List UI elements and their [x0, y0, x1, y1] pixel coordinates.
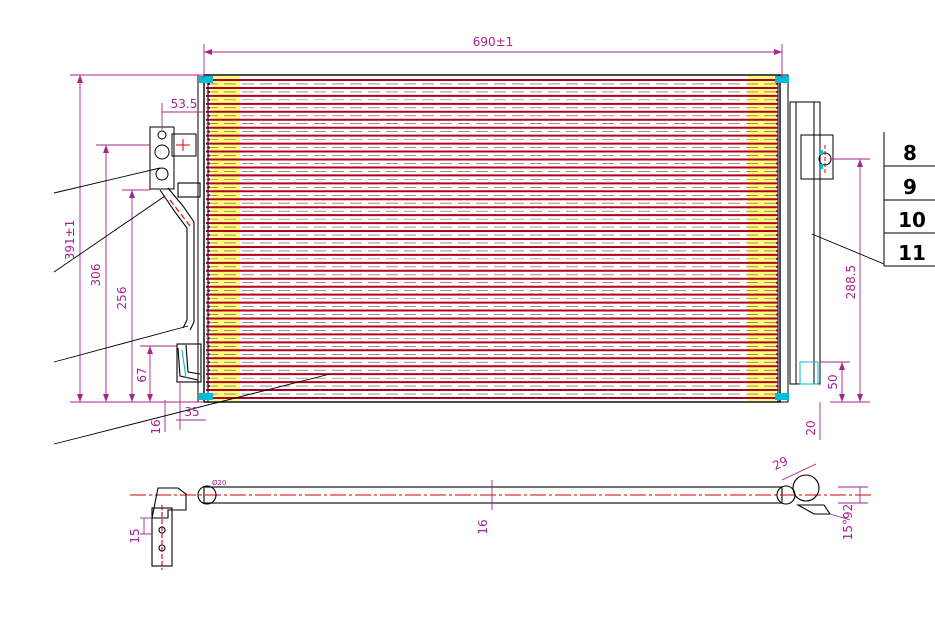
dim-306: 306: [89, 264, 103, 287]
condenser-core: [197, 74, 789, 403]
core-outline: [203, 74, 781, 403]
left-mounting-bracket: [149, 126, 197, 190]
dim-29: 29: [770, 454, 790, 473]
part-label-8: 8: [903, 141, 917, 165]
dim-overall-width: 690±1: [473, 35, 514, 49]
dim-35: 35: [184, 405, 199, 419]
part-label-11: 11: [898, 241, 926, 265]
part-number-table: 8 9 10 11: [883, 132, 935, 267]
dim-overall-height: 391±1: [63, 220, 77, 261]
right-bottom-cap: [775, 393, 789, 400]
dim-20: 20: [804, 420, 818, 435]
dim-16-bottom: 16: [476, 519, 490, 534]
left-bottom-cap: [199, 393, 213, 400]
tube-rows: [206, 79, 779, 399]
leader-lines: [53, 167, 885, 445]
right-header-tank: [777, 74, 789, 403]
dim-67: 67: [135, 367, 149, 382]
dim-53-5: 53.5: [171, 97, 198, 111]
part-label-9: 9: [903, 175, 917, 199]
right-top-cap: [775, 76, 789, 83]
dim-pipe-diameter: Ø20: [212, 479, 226, 487]
left-top-cap: [199, 76, 213, 83]
dim-angle: 15°92: [841, 504, 855, 541]
outlet-pipe: [176, 343, 202, 383]
dimension-lines: [70, 44, 870, 535]
dim-50: 50: [826, 374, 840, 389]
dim-15-bottom: 15: [128, 528, 142, 543]
dim-288-5: 288.5: [844, 265, 858, 299]
inlet-pipe: [159, 182, 201, 331]
dim-16-left: 16: [149, 419, 163, 434]
part-label-10: 10: [898, 208, 926, 232]
receiver-drier: [789, 101, 834, 385]
bottom-view: [130, 474, 872, 570]
dimension-arrows: [77, 49, 863, 402]
dimension-texts: 690±1 391±1 306 256 67 53.5 35 16 288.5 …: [63, 35, 858, 544]
dim-256: 256: [115, 287, 129, 310]
